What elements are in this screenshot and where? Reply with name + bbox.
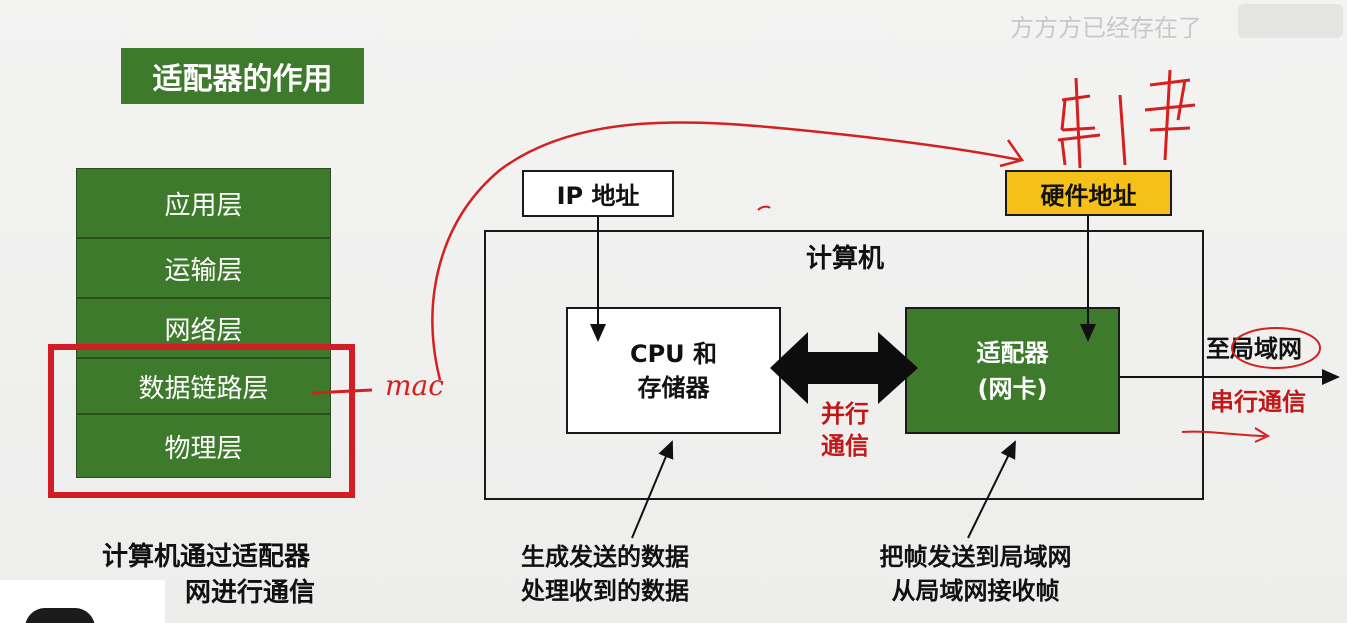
cpu-note-arrow [631, 440, 674, 539]
layer-datalink: 数据链路层 [76, 358, 331, 414]
layer-transport: 运输层 [76, 238, 331, 298]
hardware-address-box: 硬件地址 [1005, 170, 1172, 216]
layer-physical: 物理层 [76, 414, 331, 478]
bottom-left-line1: 计算机通过适配器 [101, 542, 310, 572]
bilibili-logo [1238, 4, 1343, 38]
webcam-person [25, 608, 95, 623]
hand-mac-text: mac [385, 369, 444, 402]
computer-box [484, 230, 1204, 500]
cpu-label-line1: CPU 和 [629, 339, 718, 368]
cpu-note-line1: 生成发送的数据 [521, 543, 689, 571]
hand-curve [431, 121, 1021, 381]
adapter-note: 把帧发送到局域网 从局域网接收帧 [848, 540, 1103, 608]
computer-label: 计算机 [805, 244, 884, 274]
layer-application: 应用层 [76, 168, 331, 238]
cpu-note-line2: 处理收到的数据 [521, 577, 689, 605]
slide-title: 适配器的作用 [121, 48, 364, 104]
parallel-line1: 并行 [821, 400, 869, 428]
hand-lan-circle [1231, 327, 1321, 369]
cpu-label-line2: 存储器 [637, 373, 710, 402]
parallel-label: 并行 通信 [800, 398, 890, 462]
cpu-note: 生成发送的数据 处理收到的数据 [490, 540, 720, 608]
adapter-line2: (网卡) [977, 374, 1048, 403]
adapter-note-line2: 从局域网接收帧 [891, 577, 1060, 605]
parallel-line2: 通信 [821, 432, 869, 460]
hand-dash [311, 388, 373, 395]
bottom-left-line2: 网进行通信 [184, 578, 315, 608]
adapter-note-arrow [967, 440, 1016, 539]
serial-label: 串行通信 [1210, 388, 1306, 416]
parallel-double-arrow [770, 332, 918, 404]
lan-label: 至局域网 [1206, 335, 1302, 363]
adapter-line1: 适配器 [976, 338, 1049, 367]
hand-tick [757, 205, 771, 211]
hand-chinese-scribble [1057, 69, 1196, 169]
ip-address-box: IP 地址 [522, 170, 674, 217]
adapter-note-line1: 把帧发送到局域网 [879, 543, 1072, 571]
hand-curve-arrowhead [999, 139, 1025, 168]
highlight-frame [48, 344, 355, 498]
watermark-text: 方方方已经存在了 [1010, 14, 1202, 42]
hand-lan-arrow [1181, 427, 1271, 443]
